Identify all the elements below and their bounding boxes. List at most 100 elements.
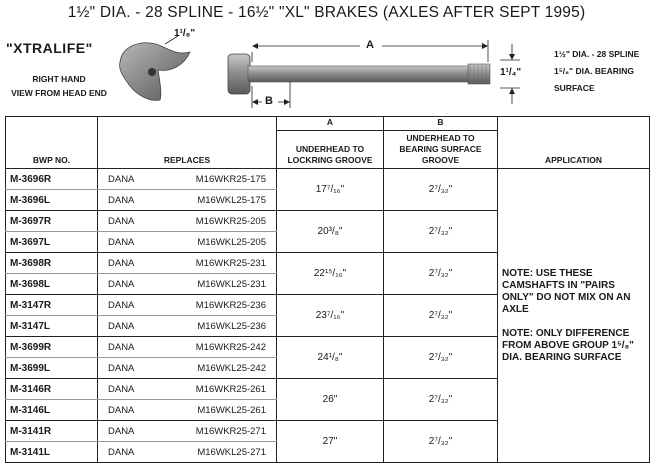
header-a-label: UNDERHEAD TO LOCKRING GROOVE [276, 130, 384, 169]
spec-note-line: 1⁵/₈" DIA. BEARING [554, 66, 635, 76]
replaces-make: DANA [108, 236, 135, 248]
replaces-part: M16WKL25-231 [197, 278, 266, 290]
bwp-number: M-3146R [5, 378, 98, 400]
replaces-make: DANA [108, 341, 135, 353]
header-replaces: REPLACES [97, 116, 277, 169]
replaces-cell: DANA M16WKR25-236 [97, 294, 277, 316]
dimension-a-value: 24¹/₈" [276, 336, 384, 379]
spec-note-line: 1½" DIA. - 28 SPLINE [554, 49, 640, 59]
spec-note-line: SURFACE [554, 83, 595, 93]
replaces-part: M16WKR25-236 [195, 299, 266, 311]
bwp-number: M-3699L [5, 357, 98, 379]
dimension-b-value: 2⁷/₃₂" [383, 420, 498, 463]
table-row: M-3697R DANA M16WKR25-205 20³/₈"2⁷/₃₂" [5, 210, 650, 253]
bwp-number: M-3698R [5, 252, 98, 274]
brand-name: "XTRALIFE" [6, 40, 93, 56]
header-b-letter: B [383, 116, 498, 131]
bwp-number: M-3147R [5, 294, 98, 316]
bwp-number: M-3147L [5, 315, 98, 337]
replaces-cell: DANA M16WKL25-261 [97, 399, 277, 421]
header-b-label: UNDERHEAD TO BEARING SURFACE GROOVE [383, 130, 498, 169]
replaces-make: DANA [108, 215, 135, 227]
bwp-number: M-3699R [5, 336, 98, 358]
application-note: NOTE: ONLY DIFFERENCE FROM ABOVE GROUP 1… [502, 327, 634, 363]
bwp-number: M-3698L [5, 273, 98, 295]
header-bwp: BWP NO. [5, 116, 98, 169]
replaces-cell: DANA M16WKR25-242 [97, 336, 277, 358]
head-dimension: 1¹/₈" [174, 28, 196, 39]
bwp-number: M-3141R [5, 420, 98, 442]
replaces-make: DANA [108, 299, 135, 311]
replaces-make: DANA [108, 362, 135, 374]
replaces-cell: DANA M16WKL25-175 [97, 189, 277, 211]
dimension-b-label: B [265, 95, 273, 107]
replaces-make: DANA [108, 194, 135, 206]
replaces-cell: DANA M16WKL25-205 [97, 231, 277, 253]
replaces-part: M16WKR25-242 [195, 341, 266, 353]
replaces-make: DANA [108, 257, 135, 269]
header-application: APPLICATION [497, 116, 650, 169]
replaces-part: M16WKR25-271 [195, 425, 266, 437]
parts-table: BWP NO. REPLACES A B APPLICATION UNDERHE… [5, 116, 650, 463]
shaft-diameter-label: 1¹/₄" [500, 67, 522, 78]
dimension-a-value: 17⁷/₁₆" [276, 168, 384, 211]
dimension-a-value: 20³/₈" [276, 210, 384, 253]
view-note: RIGHT HAND VIEW FROM HEAD END [4, 72, 114, 100]
table-row: M-3146L DANA M16WKL25-261 [5, 399, 650, 421]
replaces-part: M16WKR25-205 [195, 215, 266, 227]
replaces-part: M16WKR25-175 [195, 173, 266, 185]
spec-note: 1½" DIA. - 28 SPLINE 1⁵/₈" DIA. BEARING … [554, 46, 639, 97]
dimension-a-label: A [366, 39, 374, 51]
application-notes: NOTE: USE THESE CAMSHAFTS IN "PAIRS ONLY… [497, 168, 650, 463]
header-a-letter: A [276, 116, 384, 131]
replaces-make: DANA [108, 320, 135, 332]
replaces-part: M16WKL25-271 [197, 446, 266, 458]
bwp-number: M-3697L [5, 231, 98, 253]
bwp-number: M-3696R [5, 168, 98, 190]
dimension-b-value: 2⁷/₃₂" [383, 378, 498, 421]
replaces-make: DANA [108, 404, 135, 416]
dimension-b-value: 2⁷/₃₂" [383, 294, 498, 337]
camshaft-illustration [119, 35, 520, 108]
replaces-part: M16WKR25-231 [195, 257, 266, 269]
replaces-part: M16WKL25-261 [197, 404, 266, 416]
dimension-a-value: 23⁷/₁₆" [276, 294, 384, 337]
replaces-cell: DANA M16WKL25-271 [97, 441, 277, 463]
dimension-b-value: 2⁷/₃₂" [383, 252, 498, 295]
replaces-part: M16WKL25-205 [197, 236, 266, 248]
table-row: M-3698R DANA M16WKR25-231 22¹⁵/₁₆"2⁷/₃₂" [5, 252, 650, 295]
dimension-b-value: 2⁷/₃₂" [383, 210, 498, 253]
replaces-part: M16WKR25-261 [195, 383, 266, 395]
view-note-line: RIGHT HAND [32, 74, 86, 84]
dimension-a-value: 27" [276, 420, 384, 463]
replaces-cell: DANA M16WKR25-205 [97, 210, 277, 232]
replaces-part: M16WKL25-175 [197, 194, 266, 206]
bwp-number: M-3141L [5, 441, 98, 463]
shaft-icon [227, 53, 491, 95]
replaces-cell: DANA M16WKR25-261 [97, 378, 277, 400]
table-row: M-3141L DANA M16WKL25-271 [5, 441, 650, 463]
replaces-part: M16WKL25-236 [197, 320, 266, 332]
replaces-make: DANA [108, 446, 135, 458]
replaces-make: DANA [108, 173, 135, 185]
table-row: M-3147R DANA M16WKR25-236 23⁷/₁₆"2⁷/₃₂" [5, 294, 650, 337]
view-note-line: VIEW FROM HEAD END [11, 88, 107, 98]
bwp-number: M-3146L [5, 399, 98, 421]
table-row: M-3697L DANA M16WKL25-205 [5, 231, 650, 253]
bwp-number: M-3696L [5, 189, 98, 211]
replaces-make: DANA [108, 425, 135, 437]
application-note: NOTE: USE THESE CAMSHAFTS IN "PAIRS ONLY… [502, 267, 631, 315]
bwp-number: M-3697R [5, 210, 98, 232]
replaces-make: DANA [108, 383, 135, 395]
page-title: 1½" DIA. - 28 SPLINE - 16½" "XL" BRAKES … [67, 4, 586, 21]
table-row: M-3141R DANA M16WKR25-271 27"2⁷/₃₂" [5, 420, 650, 463]
cam-head-icon [119, 42, 191, 101]
replaces-cell: DANA M16WKR25-271 [97, 420, 277, 442]
dimension-a-value: 22¹⁵/₁₆" [276, 252, 384, 295]
replaces-make: DANA [108, 278, 135, 290]
replaces-cell: DANA M16WKR25-175 [97, 168, 277, 190]
dimension-b-value: 2⁷/₃₂" [383, 336, 498, 379]
replaces-cell: DANA M16WKL25-236 [97, 315, 277, 337]
